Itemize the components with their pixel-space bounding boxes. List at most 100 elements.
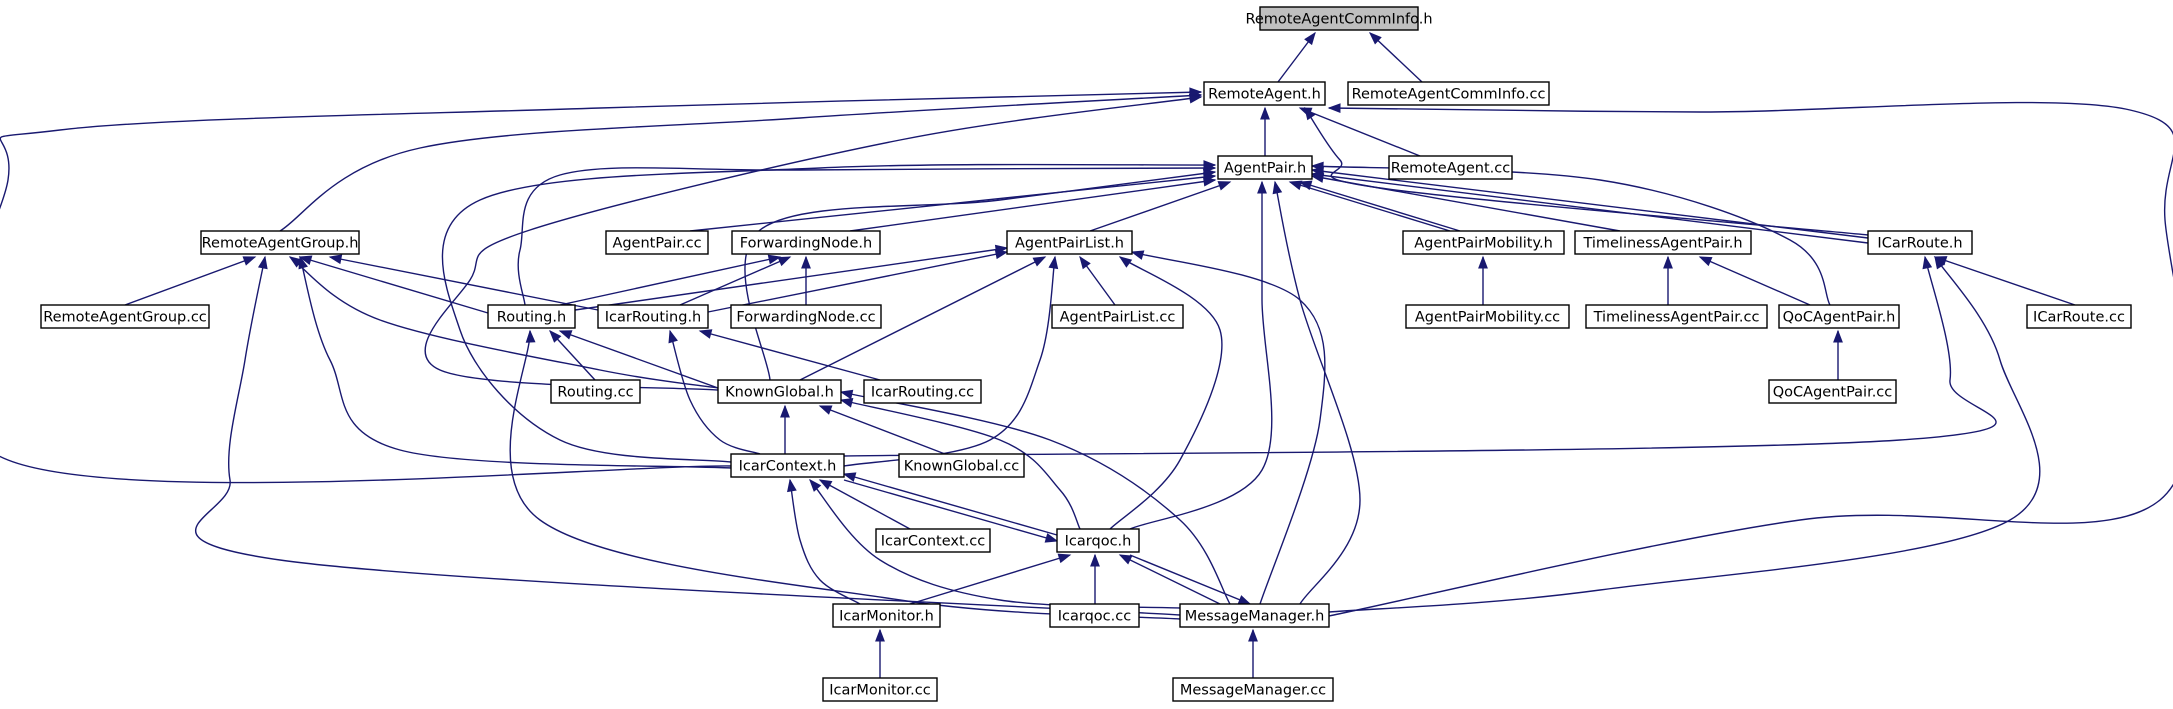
edge-agentpairlist-h-knownglobal-h: [799, 256, 1047, 381]
node-box: [1778, 304, 1900, 329]
node-label: RemoteAgentCommInfo.h: [1245, 12, 1432, 28]
node-remoteagentgroup-h[interactable]: RemoteAgentGroup.h: [200, 230, 360, 255]
node-label: ForwardingNode.h: [740, 236, 872, 252]
edge-icarroute-h-icarcontext-h: [843, 255, 1997, 457]
node-label: Icarqoc.h: [1065, 534, 1132, 550]
node-forwardingnode-cc[interactable]: ForwardingNode.cc: [730, 304, 882, 329]
node-timelinessagentpair-cc[interactable]: TimelinessAgentPair.cc: [1585, 304, 1768, 329]
node-agentpair-h[interactable]: AgentPair.h: [1217, 155, 1313, 180]
edge-knownglobal-h-icarcontext-h: [780, 404, 790, 454]
arrowhead: [1090, 553, 1100, 567]
node-box: [1259, 6, 1419, 31]
edge-icarqoc-h-icarmonitor-h: [909, 553, 1072, 605]
node-box: [1347, 81, 1550, 106]
node-routing-cc[interactable]: Routing.cc: [550, 379, 641, 404]
edge-agentpairlist-h-agentpairlist-cc: [1079, 255, 1116, 306]
node-label: ICarRoute.cc: [2033, 310, 2125, 326]
node-icarroute-cc[interactable]: ICarRoute.cc: [2026, 304, 2132, 329]
node-label: TimelinessAgentPair.h: [1582, 236, 1742, 252]
node-icarqoc-h[interactable]: Icarqoc.h: [1056, 528, 1140, 553]
edge-icarqoc-h-icarqoc-cc: [1090, 553, 1100, 604]
node-agentpairmobility-h[interactable]: AgentPairMobility.h: [1402, 230, 1565, 255]
node-icarcontext-h[interactable]: IcarContext.h: [730, 453, 845, 478]
node-qocagentpair-cc[interactable]: QoCAgentPair.cc: [1768, 379, 1897, 404]
edge-icarcontext-h-icarcontext-cc: [818, 479, 911, 530]
edge-agentpair-h-icarqoc-h: [1129, 180, 1273, 530]
node-label: Routing.h: [497, 310, 566, 326]
node-icarqoc-cc[interactable]: Icarqoc.cc: [1049, 603, 1140, 628]
edge-remoteagentgroup-h-remoteagentgroup-cc: [124, 256, 257, 306]
node-label: AgentPairList.cc: [1060, 310, 1176, 326]
edge-remoteagent-h-remoteagentgroup-h: [279, 90, 1203, 232]
node-icarcontext-cc[interactable]: IcarContext.cc: [875, 528, 991, 553]
node-box: [2026, 304, 2132, 329]
node-timelinessagentpair-h[interactable]: TimelinessAgentPair.h: [1574, 230, 1752, 255]
node-label: KnownGlobal.h: [725, 385, 834, 401]
node-icarmonitor-cc[interactable]: IcarMonitor.cc: [822, 677, 938, 702]
arrowhead: [801, 255, 811, 269]
edge-icarqoc-h-messagemanager-h: [1118, 554, 1221, 605]
arrowhead: [839, 398, 854, 408]
node-icarroute-h[interactable]: ICarRoute.h: [1867, 230, 1973, 255]
edge-routing-h-knownglobal-h: [558, 330, 719, 389]
node-agentpairlist-h[interactable]: AgentPairList.h: [1006, 230, 1133, 255]
node-routing-h[interactable]: Routing.h: [487, 304, 576, 329]
node-remoteagent-cc[interactable]: RemoteAgent.cc: [1388, 155, 1513, 180]
node-remoteagentcomminfo-h[interactable]: RemoteAgentCommInfo.h: [1245, 6, 1433, 31]
edge-icarroute-h-messagemanager-h: [1328, 255, 2041, 613]
node-box: [1056, 528, 1140, 553]
node-messagemanager-h[interactable]: MessageManager.h: [1179, 603, 1330, 628]
arrowhead: [1310, 170, 1325, 181]
node-agentpair-cc[interactable]: AgentPair.cc: [605, 230, 709, 255]
node-qocagentpair-h[interactable]: QoCAgentPair.h: [1778, 304, 1900, 329]
edge-agentpairlist-h-icarqoc-h: [1109, 256, 1223, 530]
edge-remoteagentcomminfo-h-remoteagent-h: [1277, 31, 1316, 83]
node-label: ForwardingNode.cc: [736, 310, 875, 326]
arrowhead: [839, 389, 854, 400]
node-box: [1405, 304, 1570, 329]
node-label: IcarRouting.h: [605, 310, 702, 326]
edge-routing-h-routing-cc: [549, 329, 596, 381]
edge-icarrouting-h-icarrouting-cc: [698, 329, 881, 381]
arrowhead: [1118, 554, 1133, 565]
node-forwardingnode-h[interactable]: ForwardingNode.h: [731, 230, 881, 255]
node-remoteagentcomminfo-cc[interactable]: RemoteAgentCommInfo.cc: [1347, 81, 1550, 106]
node-box: [1217, 155, 1313, 180]
node-knownglobal-h[interactable]: KnownGlobal.h: [717, 379, 842, 404]
node-box: [1172, 677, 1334, 702]
node-remoteagent-h[interactable]: RemoteAgent.h: [1203, 81, 1326, 106]
node-label: IcarContext.h: [739, 459, 837, 475]
node-remoteagentgroup-cc[interactable]: RemoteAgentGroup.cc: [40, 304, 210, 329]
node-label: AgentPair.h: [1224, 161, 1306, 177]
arrowhead: [1202, 168, 1217, 179]
node-icarmonitor-h[interactable]: IcarMonitor.h: [832, 603, 941, 628]
arrowhead: [242, 256, 257, 266]
node-box: [550, 379, 641, 404]
edge-knownglobal-h-knownglobal-cc: [818, 405, 946, 455]
edge-agentpairmobility-h-agentpairmobility-cc: [1478, 255, 1488, 305]
node-label: IcarRouting.cc: [871, 385, 974, 401]
node-knownglobal-cc[interactable]: KnownGlobal.cc: [898, 453, 1025, 478]
node-agentpairmobility-cc[interactable]: AgentPairMobility.cc: [1405, 304, 1570, 329]
node-box: [822, 677, 938, 702]
node-messagemanager-cc[interactable]: MessageManager.cc: [1172, 677, 1334, 702]
node-icarrouting-cc[interactable]: IcarRouting.cc: [863, 379, 982, 404]
edge-icarcontext-h-icarqoc-h: [842, 472, 1058, 536]
arrowhead: [257, 255, 268, 270]
edge-agentpair-h-agentpairmobility-h: [1288, 180, 1451, 232]
arrowhead: [1079, 255, 1091, 270]
node-icarrouting-h[interactable]: IcarRouting.h: [597, 304, 709, 329]
arrowhead: [525, 329, 536, 343]
node-label: QoCAgentPair.h: [1783, 310, 1896, 326]
edge-agentpair-h-forwardingnode-h: [849, 176, 1217, 232]
arrowhead: [1922, 255, 1933, 270]
arrowhead: [1833, 329, 1843, 343]
arrowhead: [1044, 533, 1059, 543]
edge-agentpair-h-messagemanager-h: [1272, 180, 1361, 605]
node-agentpairlist-cc[interactable]: AgentPairList.cc: [1051, 304, 1184, 329]
node-label: RemoteAgent.h: [1208, 87, 1321, 103]
edge-knownglobal-h-messagemanager-h: [839, 389, 1231, 605]
arrowhead: [994, 249, 1009, 260]
arrowhead: [787, 478, 797, 493]
node-box: [200, 230, 360, 255]
